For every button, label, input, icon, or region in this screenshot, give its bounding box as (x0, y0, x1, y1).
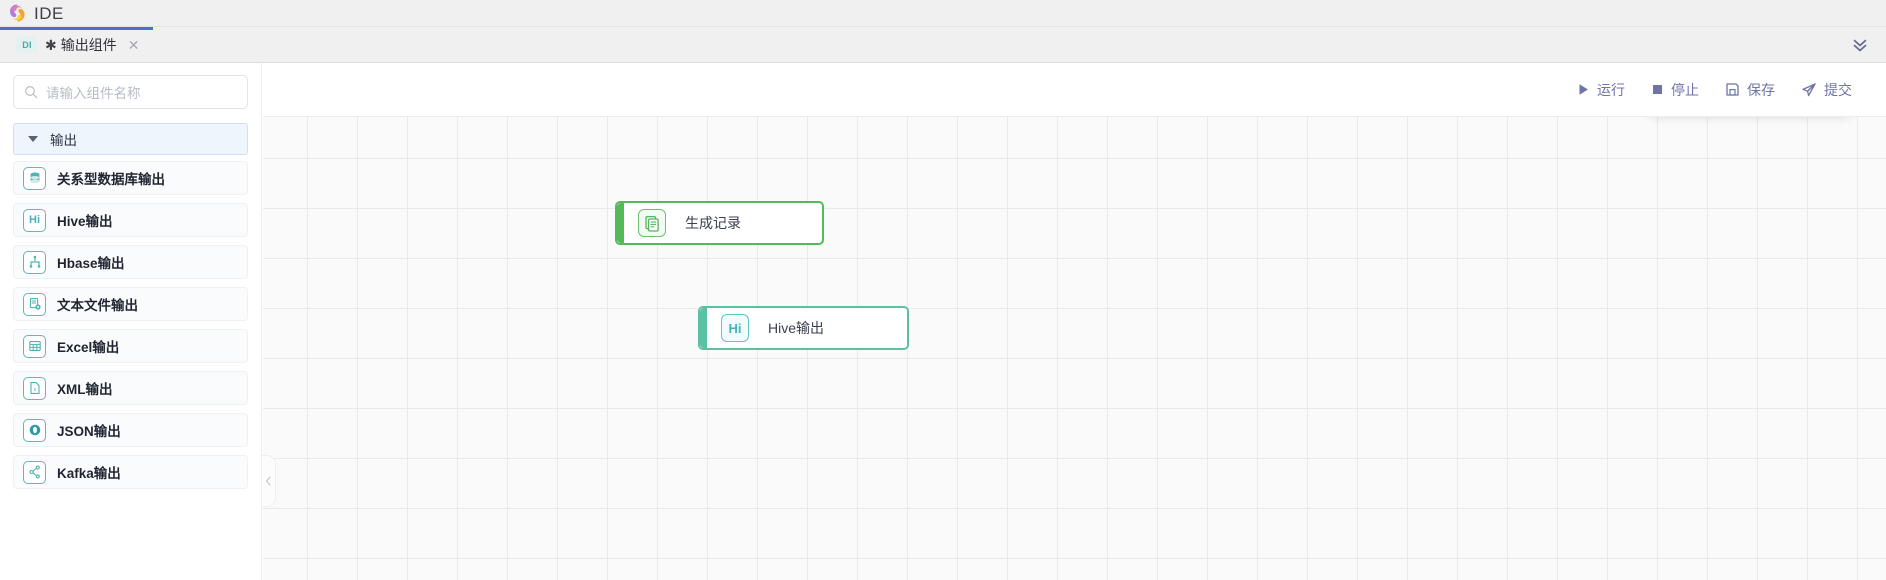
node-label: Hive输出 (768, 320, 825, 336)
list-item[interactable]: Kafka输出 (13, 455, 248, 489)
list-item-label: Excel输出 (57, 340, 120, 355)
excel-grid-icon (23, 334, 46, 358)
save-button-label: 保存 (1747, 81, 1775, 98)
app-logo (0, 3, 34, 23)
tab-output-components[interactable]: DI ✱ 输出组件 ✕ (0, 27, 154, 62)
canvas-grid[interactable] (263, 117, 1886, 580)
records-doc-icon (638, 209, 666, 237)
list-item-label: 关系型数据库输出 (57, 172, 165, 187)
list-item[interactable]: JSON输出 (13, 413, 248, 447)
list-item-label: XML输出 (57, 382, 113, 397)
tab-label: 输出组件 (60, 36, 117, 53)
component-list: 关系型数据库输出 Hi Hive输出 Hbase输出 (0, 161, 261, 489)
sidebar-group-output[interactable]: 输出 (13, 123, 248, 155)
tab-type-badge: DI (16, 36, 38, 53)
submit-button-label: 提交 (1824, 81, 1852, 98)
chevron-left-icon (265, 476, 271, 486)
node-accent-bar (617, 203, 624, 243)
tab-list-expand-button[interactable] (1834, 27, 1886, 62)
node-body: 生成记录 (624, 203, 822, 243)
swirl-logo-icon (10, 4, 25, 22)
stop-button[interactable]: 停止 (1651, 80, 1699, 100)
submit-plane-icon (1802, 82, 1816, 96)
chevron-double-down-icon (1853, 39, 1867, 51)
triangle-down-icon (28, 136, 38, 142)
list-item[interactable]: Hi Hive输出 (13, 203, 248, 237)
tab-close-icon[interactable]: ✕ (127, 36, 140, 53)
search-row: 请输入组件名称 (0, 63, 261, 119)
stop-button-label: 停止 (1671, 81, 1699, 98)
search-icon (25, 86, 38, 99)
submit-button[interactable]: 提交 (1801, 80, 1852, 100)
component-sidebar: 请输入组件名称 输出 关系型数据库输出 (0, 63, 262, 580)
app-title: IDE (34, 3, 64, 23)
save-floppy-icon (1726, 83, 1739, 96)
search-placeholder: 请输入组件名称 (46, 86, 141, 101)
save-button[interactable]: 保存 (1725, 80, 1775, 100)
sidebar-collapse-handle[interactable] (262, 455, 276, 507)
list-item-label: 文本文件输出 (57, 298, 138, 313)
tab-unsaved-indicator: ✱ (45, 36, 57, 53)
json-circle-icon (23, 418, 46, 442)
canvas-node-hive-output[interactable]: Hi Hive输出 (698, 306, 909, 350)
svg-text:x: x (33, 387, 36, 393)
title-bar: IDE (0, 0, 1886, 27)
editor-toolbar: 运行 停止 保存 提交 (263, 63, 1886, 117)
canvas-node-generate-records[interactable]: 生成记录 (615, 201, 824, 245)
hive-icon: Hi (23, 208, 46, 232)
hbase-icon (23, 250, 46, 274)
list-item-label: Hbase输出 (57, 256, 125, 271)
tab-bar-spacer (153, 27, 1834, 62)
text-file-icon (23, 292, 46, 316)
list-item-label: Kafka输出 (57, 466, 121, 481)
list-item[interactable]: x XML输出 (13, 371, 248, 405)
xml-file-icon: x (23, 376, 46, 400)
canvas-area: 运行 停止 保存 提交 (263, 63, 1886, 580)
node-label: 生成记录 (685, 215, 741, 231)
list-item[interactable]: Hbase输出 (13, 245, 248, 279)
node-accent-bar (700, 308, 707, 348)
node-body: Hi Hive输出 (707, 308, 907, 348)
database-icon (23, 166, 46, 190)
list-item[interactable]: Excel输出 (13, 329, 248, 363)
list-item-label: Hive输出 (57, 214, 113, 229)
tab-bar: DI ✱ 输出组件 ✕ (0, 27, 1886, 63)
hive-hi-icon: Hi (721, 314, 749, 342)
run-button[interactable]: 运行 (1577, 80, 1625, 100)
sidebar-group-label: 输出 (50, 133, 77, 148)
kafka-icon (23, 460, 46, 484)
play-icon (1579, 84, 1588, 95)
run-button-label: 运行 (1597, 81, 1625, 98)
stop-square-icon (1653, 85, 1662, 94)
list-item[interactable]: 文本文件输出 (13, 287, 248, 321)
list-item-label: JSON输出 (57, 424, 121, 439)
list-item[interactable]: 关系型数据库输出 (13, 161, 248, 195)
search-input[interactable]: 请输入组件名称 (13, 75, 248, 109)
